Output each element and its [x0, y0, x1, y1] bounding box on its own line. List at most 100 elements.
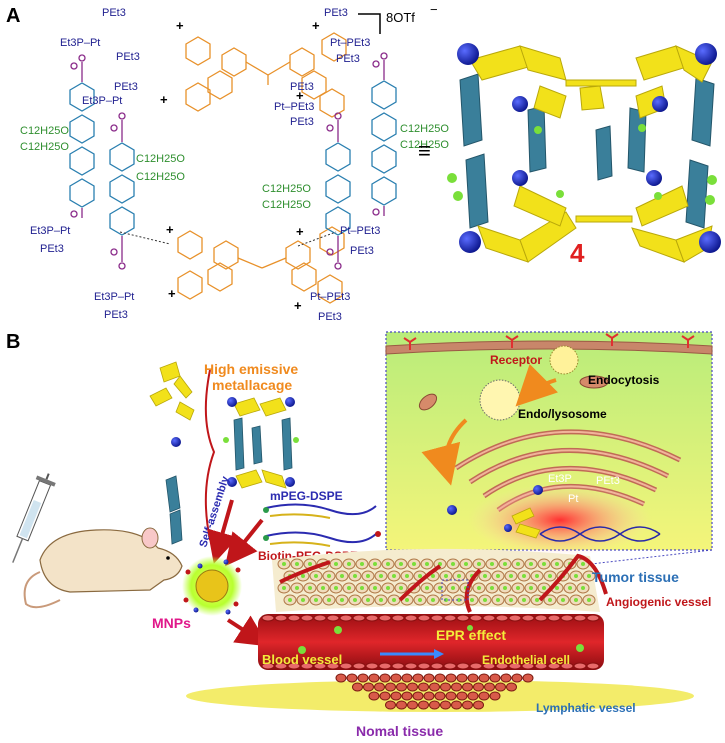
mnp-nanoparticle — [182, 556, 242, 616]
cell-nucleus — [574, 598, 578, 602]
tissue-cell — [521, 614, 535, 622]
tissue-cell — [489, 673, 501, 683]
pyridine-ring-tr — [321, 32, 347, 62]
pyridine-ring-bl — [177, 230, 203, 260]
yellow-arm — [579, 85, 605, 111]
tissue-cell — [462, 700, 473, 710]
phenyl-ring — [289, 47, 315, 77]
teal-pillar — [465, 153, 489, 229]
cell-nucleus — [327, 574, 331, 578]
cell-nucleus — [522, 574, 526, 578]
cell-nucleus — [444, 574, 448, 578]
pyridine-ring-tl — [185, 36, 211, 66]
tissue-cell — [368, 691, 380, 701]
pet3-label: PEt3 — [324, 7, 348, 19]
cell-nucleus — [379, 574, 383, 578]
pet3-label: PEt3 — [102, 7, 126, 19]
syringe — [12, 473, 56, 563]
cell-nucleus — [503, 586, 507, 590]
svg-text:+: + — [168, 286, 176, 301]
tissue-cell — [378, 662, 392, 670]
mouse-ear — [141, 527, 159, 549]
tissue-cell — [473, 682, 484, 692]
tissue-cell — [484, 682, 495, 692]
phenyl-ring — [221, 47, 247, 77]
cell-nucleus — [314, 598, 318, 602]
cell-nucleus — [535, 598, 539, 602]
cell-nucleus — [399, 586, 403, 590]
cell-nucleus — [542, 562, 546, 566]
equivalence-sign: ≡ — [418, 138, 431, 163]
tissue-cell — [429, 700, 440, 710]
cell-nucleus — [373, 562, 377, 566]
metallacage-title-line2: metallacage — [212, 377, 292, 393]
self-assembly-arrow — [207, 499, 238, 564]
svg-text:+: + — [294, 298, 302, 313]
svg-text:+: + — [176, 18, 184, 33]
cell-nucleus — [418, 598, 422, 602]
tissue-cell — [456, 614, 470, 622]
tissue-cell — [385, 700, 396, 710]
cell-nucleus — [392, 598, 396, 602]
cell-nucleus — [457, 574, 461, 578]
tissue-cell — [573, 662, 587, 670]
panel-b-label: B — [6, 331, 20, 353]
tissue-cell — [391, 614, 405, 622]
yellow-arm — [513, 185, 567, 227]
cell-nucleus — [477, 586, 481, 590]
tissue-cell — [462, 682, 473, 692]
cell-nucleus — [490, 562, 494, 566]
tissue-cell — [429, 682, 440, 692]
yellow-arm — [635, 185, 689, 227]
zoom-box — [441, 579, 469, 601]
cell-nucleus — [483, 574, 487, 578]
tissue-cell — [423, 691, 435, 701]
tissue-cell — [287, 614, 301, 622]
cell-nucleus — [405, 598, 409, 602]
tissue-cell — [274, 662, 288, 670]
tissue-cell — [407, 700, 418, 710]
tissue-cell — [443, 662, 457, 670]
tissue-cell — [417, 614, 431, 622]
pyridine-ring-bl2 — [177, 270, 203, 300]
tissue-cell — [547, 614, 561, 622]
cell-nucleus — [373, 586, 377, 590]
cell-nucleus — [301, 598, 305, 602]
arrow-endocytosis — [515, 364, 558, 407]
cell-nucleus — [496, 574, 500, 578]
tissue-cell — [404, 614, 418, 622]
tissue-cell — [495, 662, 509, 670]
cell-nucleus — [470, 598, 474, 602]
cell-nucleus — [431, 598, 435, 602]
tissue-cell — [363, 682, 374, 692]
cell-nucleus — [418, 574, 422, 578]
tissue-cell — [326, 614, 340, 622]
cell-nucleus — [529, 586, 533, 590]
endolysosome-label: Endo/lysosome — [518, 407, 607, 421]
svg-text:C12H25O: C12H25O — [20, 141, 69, 153]
platinum-labels: PEt3 Et3P–Pt PEt3 PEt3 Pt–PEt3 PEt3 PEt3… — [30, 7, 380, 323]
phenyl-ring — [207, 262, 233, 292]
yellow-arm — [631, 227, 685, 263]
cell-nucleus — [327, 598, 331, 602]
counter-ion: 8OTf — [386, 10, 415, 25]
nucleus — [468, 484, 652, 556]
tissue-cell — [357, 673, 369, 683]
cell-nucleus — [516, 562, 520, 566]
svg-text:C12H25O: C12H25O — [400, 139, 449, 151]
pt-pet3-label: Pt–PEt3 — [340, 225, 380, 237]
teal-pillar — [627, 107, 647, 173]
yellow-bridge — [575, 215, 633, 223]
normal-tissue-label: Nomal tissue — [356, 723, 443, 739]
charges: + + + + + + + + — [160, 18, 320, 313]
charge-bracket — [358, 13, 381, 34]
epr-effect-label: EPR effect — [436, 627, 506, 643]
tumor-tissue — [272, 548, 608, 613]
cell-nucleus — [282, 562, 286, 566]
lymphatic-vessel-label: Lymphatic vessel — [536, 701, 636, 715]
tissue-cell — [469, 614, 483, 622]
cell-nucleus — [379, 598, 383, 602]
cell-nucleus — [522, 598, 526, 602]
svg-text:C12H25O: C12H25O — [400, 123, 449, 135]
